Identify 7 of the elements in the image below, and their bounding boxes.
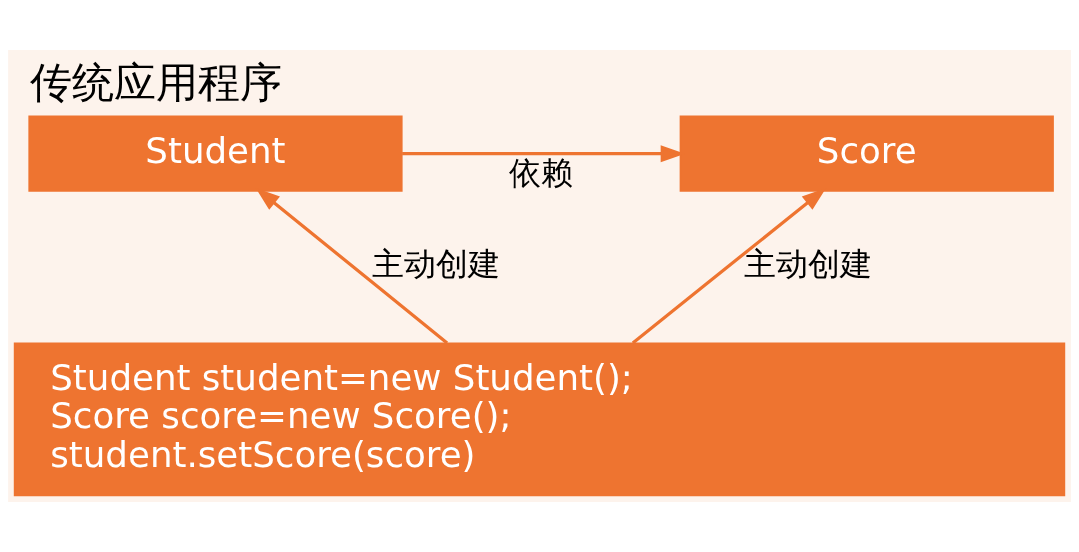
node-box: Student student=new Student(); Score score=new Score(); student.setScore(score) xyxy=(13,342,1066,497)
edge-label: 依赖 xyxy=(509,154,574,193)
node-box: Student xyxy=(28,115,403,192)
diagram-title: 传统应用程序 xyxy=(29,57,282,107)
edge-label: 主动创建 xyxy=(744,245,873,284)
node-box: Score xyxy=(679,115,1054,192)
edge-label: 主动创建 xyxy=(371,245,500,284)
